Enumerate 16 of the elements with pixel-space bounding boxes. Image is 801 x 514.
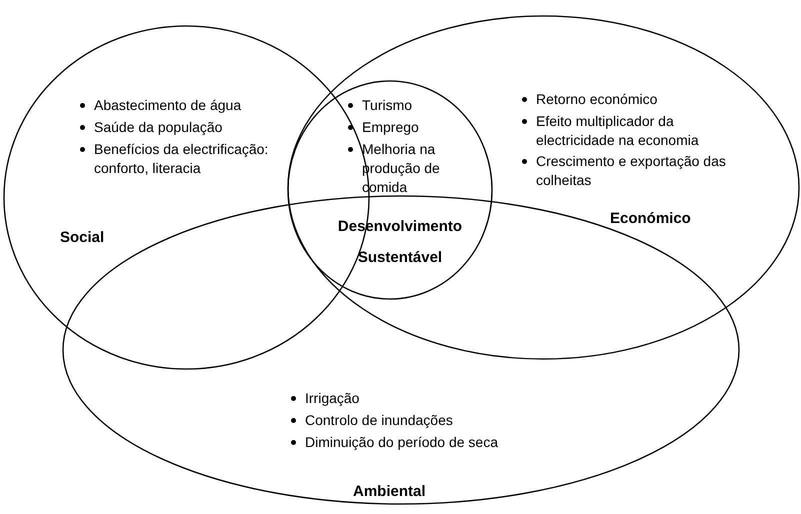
circle-label: Económico bbox=[610, 209, 692, 229]
circle-label: Social bbox=[60, 228, 106, 248]
bullet-item: Emprego bbox=[346, 118, 486, 137]
bullet-item: Efeito multiplicador da electricidade na economia bbox=[520, 112, 750, 150]
bullet-item: Crescimento e exportação das colheitas bbox=[520, 152, 750, 190]
bullet-item: Diminuição do período de seca bbox=[289, 433, 569, 452]
bullet-item: Benefícios da electrificação: conforto, literacia bbox=[78, 140, 278, 178]
bullet-item: Saúde da população bbox=[78, 118, 298, 137]
bullet-item: Turismo bbox=[346, 96, 486, 115]
circle-label: Ambiental bbox=[353, 482, 427, 502]
venn-ellipse bbox=[62, 195, 740, 505]
bullet-item: Abastecimento de água bbox=[78, 96, 298, 115]
bullet-item: Retorno económico bbox=[520, 90, 750, 109]
bullet-item: Controlo de inundações bbox=[289, 411, 569, 430]
bullet-item: Irrigação bbox=[289, 389, 569, 408]
venn-ellipse bbox=[287, 15, 800, 360]
